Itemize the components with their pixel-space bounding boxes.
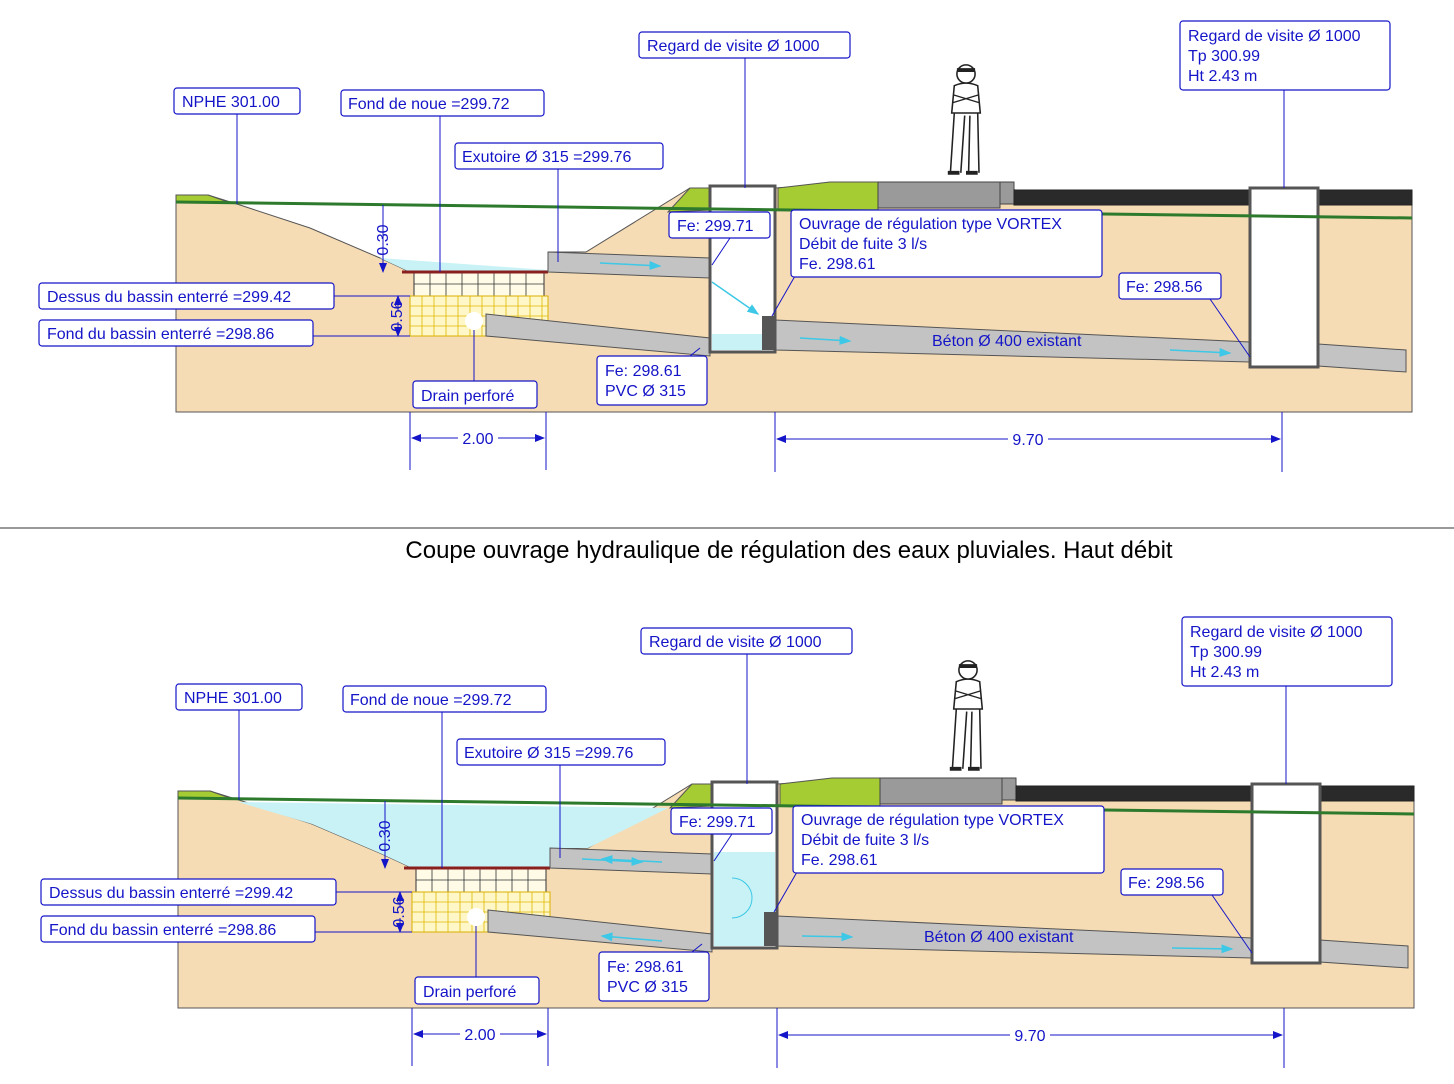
section-top — [175, 62, 1413, 413]
fe-top-label: Fe: 299.71 — [677, 218, 754, 235]
svg-text:Regard de visite Ø 1000: Regard de visite Ø 1000 — [1190, 624, 1363, 641]
svg-text:2.00: 2.00 — [464, 1027, 495, 1044]
beton-label: Béton Ø 400 existant — [932, 333, 1082, 350]
svg-text:Béton Ø 400 existant: Béton Ø 400 existant — [924, 929, 1074, 946]
section-title: Coupe ouvrage hydraulique de régulation … — [405, 537, 1173, 564]
fe-right-label: Fe: 298.56 — [1126, 279, 1203, 296]
svg-text:Tp 300.99: Tp 300.99 — [1188, 48, 1260, 65]
svg-text:Fe: 298.61: Fe: 298.61 — [607, 959, 684, 976]
svg-text:Ouvrage de régulation type VOR: Ouvrage de régulation type VORTEX — [801, 812, 1064, 829]
drain-icon — [465, 312, 483, 330]
fond-noue-label: Fond de noue =299.72 — [348, 96, 510, 113]
svg-text:PVC Ø 315: PVC Ø 315 — [607, 979, 688, 996]
dessus-label: Dessus du bassin enterré =299.42 — [47, 289, 291, 306]
person-figure — [945, 62, 983, 175]
dim-200: 2.00 — [462, 431, 493, 448]
svg-text:Tp 300.99: Tp 300.99 — [1190, 644, 1262, 661]
svg-text:NPHE 301.00: NPHE 301.00 — [184, 690, 282, 707]
svg-text:9.70: 9.70 — [1014, 1028, 1045, 1045]
svg-text:Exutoire Ø 315 =299.76: Exutoire Ø 315 =299.76 — [464, 745, 634, 762]
vortex-device — [762, 316, 774, 350]
svg-text:0.30: 0.30 — [377, 820, 394, 851]
pvc-pipe — [485, 313, 711, 357]
svg-text:Ht 2.43 m: Ht 2.43 m — [1188, 68, 1257, 85]
svg-text:Fe. 298.61: Fe. 298.61 — [799, 256, 876, 273]
regard-2-label: Regard de visite Ø 1000 — [1188, 28, 1361, 45]
svg-text:Fe: 298.56: Fe: 298.56 — [1128, 875, 1205, 892]
dim-056: 0.56 — [389, 300, 406, 331]
swale-water — [380, 258, 548, 272]
drain-label: Drain perforé — [421, 388, 514, 405]
svg-text:PVC Ø 315: PVC Ø 315 — [605, 383, 686, 400]
svg-text:Ht 2.43 m: Ht 2.43 m — [1190, 664, 1259, 681]
regard-1-label: Regard de visite Ø 1000 — [647, 38, 820, 55]
exutoire-label: Exutoire Ø 315 =299.76 — [462, 149, 632, 166]
svg-text:Fond de noue =299.72: Fond de noue =299.72 — [350, 692, 512, 709]
vortex-label: Ouvrage de régulation type VORTEX — [799, 216, 1062, 233]
dim-030: 0.30 — [375, 224, 392, 255]
dim-970: 9.70 — [1012, 432, 1043, 449]
fond-bassin-label: Fond du bassin enterré =298.86 — [47, 326, 274, 343]
svg-text:Dessus du bassin enterré =299.: Dessus du bassin enterré =299.42 — [49, 885, 293, 902]
labels-top: NPHE 301.00 Fond de noue =299.72 Exutoir… — [38, 20, 1391, 472]
svg-text:Débit de fuite 3 l/s: Débit de fuite 3 l/s — [799, 236, 927, 253]
svg-text:Drain perforé: Drain perforé — [423, 984, 516, 1001]
fe-bottom-label: Fe: 298.61 — [605, 363, 682, 380]
nphe-label: NPHE 301.00 — [182, 94, 280, 111]
svg-text:Débit de fuite 3 l/s: Débit de fuite 3 l/s — [801, 832, 929, 849]
svg-text:Fe: 299.71: Fe: 299.71 — [679, 814, 756, 831]
svg-text:Fe. 298.61: Fe. 298.61 — [801, 852, 878, 869]
svg-text:Fond du bassin enterré =298.86: Fond du bassin enterré =298.86 — [49, 922, 276, 939]
svg-text:0.56: 0.56 — [391, 896, 408, 927]
svg-text:Regard de visite Ø 1000: Regard de visite Ø 1000 — [649, 634, 822, 651]
labels-bottom: NPHE 301.00 Fond de noue =299.72 Exutoir… — [40, 616, 1393, 1068]
